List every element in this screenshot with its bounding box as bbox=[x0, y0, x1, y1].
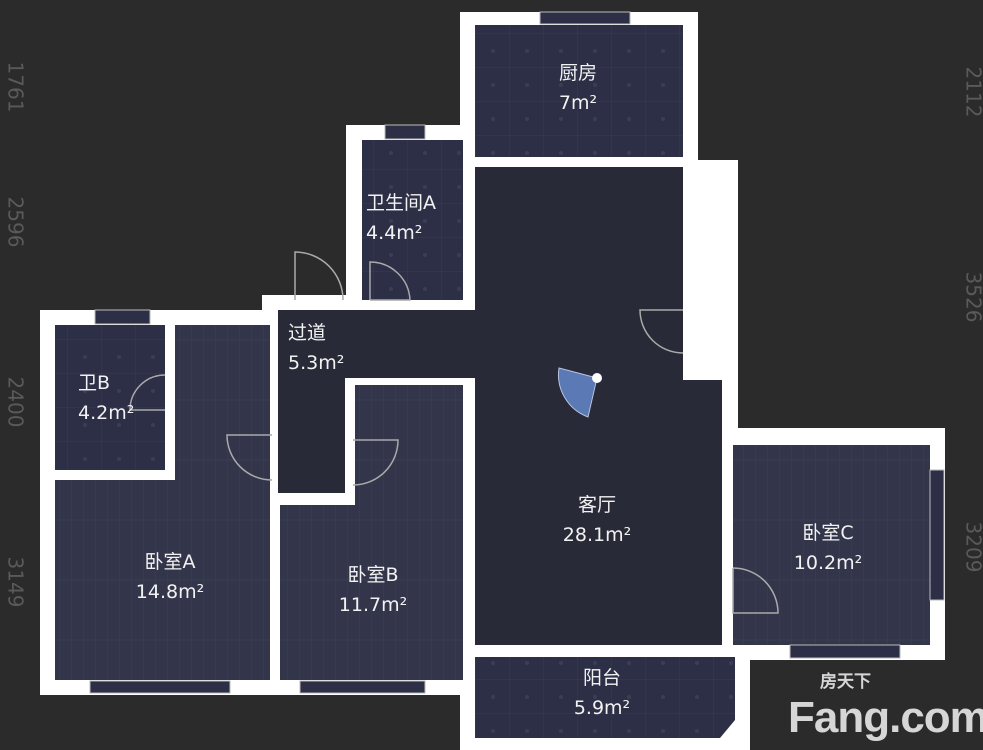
dimension-right-3: 3209 bbox=[961, 521, 983, 573]
room-bedroom-a bbox=[55, 325, 270, 680]
room-living-corridor bbox=[278, 167, 722, 645]
room-balcony bbox=[475, 657, 735, 738]
room-bedroom-b bbox=[280, 385, 463, 680]
dimension-left-1: 1761 bbox=[3, 61, 28, 113]
room-bath-a bbox=[362, 140, 463, 300]
dimension-right-2: 3526 bbox=[961, 271, 983, 323]
room-bath-b bbox=[55, 325, 165, 470]
room-bedroom-c bbox=[733, 445, 930, 645]
watermark-cn: 房天下 bbox=[820, 672, 871, 691]
dimension-left-4: 3149 bbox=[3, 556, 28, 608]
watermark-en: Fang.com bbox=[788, 693, 983, 742]
room-kitchen bbox=[475, 25, 683, 157]
view-direction-icon bbox=[558, 367, 602, 418]
dimension-left-3: 2400 bbox=[3, 376, 28, 428]
dimension-right-1: 2112 bbox=[961, 66, 983, 118]
windows bbox=[89, 11, 945, 694]
doors bbox=[129, 251, 779, 614]
dimension-left-2: 2596 bbox=[3, 196, 28, 248]
